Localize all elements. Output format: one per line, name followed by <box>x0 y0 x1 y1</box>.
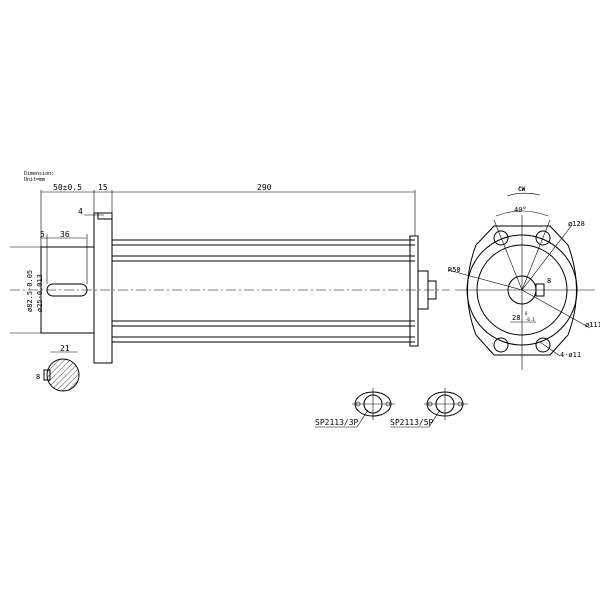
dim-flange: 15 <box>98 183 108 192</box>
rotation-label: CW <box>518 186 526 193</box>
flange-lip <box>97 212 113 220</box>
dim-pilot-dia: ø82.5-0.05 <box>26 270 34 312</box>
end-flange-outline <box>467 225 577 356</box>
end-view: 40° CW ø128 R50 8 28 0 -0.1 ø111 4-ø11 <box>447 186 600 370</box>
shaft-tol-upper: 0 <box>525 311 528 316</box>
dim-key-length: 36 <box>60 230 70 239</box>
dim-section-key: 8 <box>36 373 40 381</box>
dim-step: 4 <box>78 207 83 216</box>
connector-5p: SP2113/5P <box>390 388 468 428</box>
connector-stub <box>427 280 437 300</box>
connector-3p: SP2113/3P <box>315 388 395 428</box>
unit-note: Unit=mm <box>24 177 45 183</box>
shaft-section-circle <box>46 358 80 392</box>
shaft-dim-label: 28 <box>512 314 520 322</box>
mount-hole <box>535 230 551 246</box>
holes-label: 4-ø11 <box>560 351 581 359</box>
dimension-note: Dimension: <box>24 171 54 177</box>
dim-key-offset: 5 <box>40 230 45 239</box>
shaft-tol-lower: -0.1 <box>525 317 535 322</box>
mount-hole <box>535 337 551 353</box>
mount-hole <box>493 230 509 246</box>
shaft-key-section: 21 8 <box>36 344 80 392</box>
circle-128 <box>466 234 578 346</box>
flange <box>93 212 113 364</box>
dim-body: 290 <box>257 183 272 192</box>
dia-128-label: ø128 <box>568 220 585 228</box>
radius-label: R50 <box>448 266 461 274</box>
dim-shaft-dia: ø25-0.013 <box>36 274 44 312</box>
dia-111-label: ø111 <box>585 321 600 329</box>
connector-5p-label: SP2113/5P <box>390 418 434 427</box>
end-cap <box>409 235 419 347</box>
circle-111 <box>476 244 568 336</box>
dim-shaft-length: 50±0.5 <box>53 183 82 192</box>
connector-3p-label: SP2113/3P <box>315 418 359 427</box>
keyway-slot <box>46 283 88 297</box>
key-label: 8 <box>547 277 551 285</box>
dim-section-width: 21 <box>60 344 70 353</box>
mount-hole <box>493 337 509 353</box>
angle-label: 40° <box>514 206 527 214</box>
side-view: 50±0.5 15 290 4 5 36 ø82.5-0.05 ø25-0.01… <box>10 183 450 364</box>
